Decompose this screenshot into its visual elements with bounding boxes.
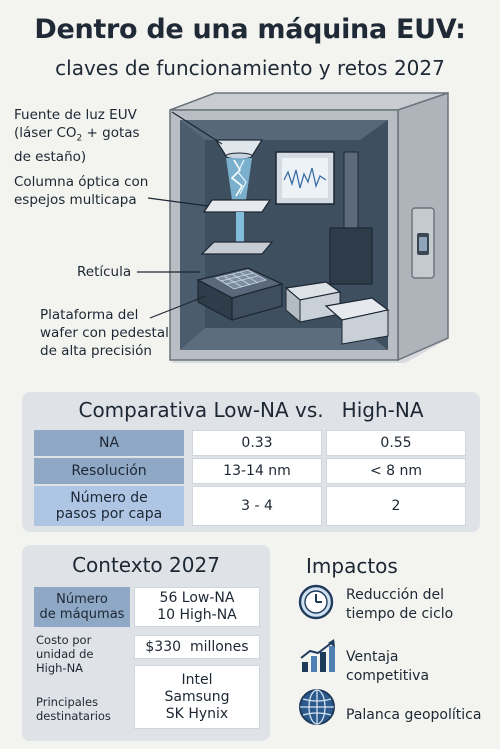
cost-amount: $330 (145, 638, 182, 655)
machines-label-line: de máqumas (39, 607, 125, 622)
comparison-title-left: Comparativa Low-NA vs. (78, 398, 324, 422)
comparison-title: Comparativa Low-NA vs. High-NA (22, 398, 480, 422)
destination-item: SK Hynix (165, 705, 229, 722)
globe-icon (299, 689, 335, 725)
callout-line: Columna óptica con (14, 174, 149, 190)
destination-item: Samsung (164, 688, 230, 705)
cost-label-line: unidad de (36, 647, 94, 661)
waveform (283, 167, 327, 189)
cell-na-low: 0.33 (192, 430, 322, 456)
row-label-line: pasos por capa (55, 506, 163, 522)
callout-wafer-stage: Plataforma del wafer con pedestal de alt… (40, 306, 169, 360)
cell-resolution-high: < 8 nm (326, 458, 466, 484)
cost-label-line: Costo por (36, 633, 92, 647)
callout-line: Fuente de luz EUV (14, 107, 137, 123)
cabinet-unit (329, 227, 373, 285)
impact-text-line: Ventaja (346, 649, 399, 665)
callout-optics: Columna óptica con espejos multicapa (14, 173, 148, 209)
cell-na-high: 0.55 (326, 430, 466, 456)
context-card: Contexto 2027 Número de máqumas 56 Low-N… (22, 545, 270, 741)
page-subtitle: claves de funcionamiento y retos 2027 (55, 56, 445, 80)
machines-label: Número de máqumas (34, 587, 130, 627)
cost-unit: millones (189, 638, 249, 655)
machines-value: 56 Low-NA 10 High-NA (134, 587, 260, 627)
impact-text-line: Reducción del (346, 587, 445, 603)
impact-item-geopolitical: Palanca geopolítica (346, 707, 482, 723)
context-title: Contexto 2027 (72, 553, 220, 577)
callout-line: espejos multicapa (14, 192, 137, 208)
impact-item-competitive: Ventaja competitiva (346, 648, 429, 686)
cost-label-line: High-NA (36, 661, 84, 675)
wafer-grid (214, 269, 268, 290)
impact-text-line: competitiva (346, 668, 430, 684)
callout-line: de estaño) (14, 148, 87, 165)
comparison-card: Comparativa Low-NA vs. High-NA NA 0.33 0.… (22, 392, 480, 532)
row-label-steps: Número de pasos por capa (34, 486, 184, 526)
callout-subscript: 2 (76, 133, 83, 144)
cell-resolution-low: 13-14 nm (192, 458, 322, 484)
row-label-line: Número de (70, 490, 148, 506)
cost-label: Costo por unidad de High-NA (36, 633, 132, 675)
callout-light-source: Fuente de luz EUV (láser CO2 + gotas de … (14, 106, 140, 166)
machines-label-line: Número (56, 592, 108, 607)
reticle-plate (200, 241, 274, 255)
destinations-label-line: Principales (36, 695, 99, 709)
row-label-resolution: Resolución (34, 458, 184, 484)
callout-line: (láser CO2 + gotas (14, 124, 140, 148)
row-label-na: NA (34, 430, 184, 456)
page-title: Dentro de una máquina EUV: (34, 14, 466, 45)
cell-steps-high: 2 (326, 486, 466, 526)
callout-line: Plataforma del (40, 307, 139, 323)
euv-beam (226, 158, 252, 200)
destinations-label: Principales destinatarios (36, 695, 132, 723)
impacts-title: Impactos (306, 554, 398, 578)
callout-text: (láser CO (14, 125, 77, 141)
euv-machine-illustration (137, 91, 450, 363)
machines-value-line: 56 Low-NA (159, 590, 235, 606)
cell-steps-low: 3 - 4 (192, 486, 322, 526)
impact-text-line: tiempo de ciclo (346, 606, 454, 622)
callout-reticle: Retícula (77, 264, 132, 280)
optical-mirror (202, 199, 272, 213)
comparison-title-right: High-NA (341, 398, 424, 422)
machines-value-line: 10 High-NA (157, 607, 237, 623)
impact-item-cycle-time: Reducción del tiempo de ciclo (346, 586, 453, 624)
clock-icon (298, 584, 334, 620)
cost-value: $330 millones (134, 635, 260, 659)
callout-line: de alta precisión (40, 343, 152, 359)
growth-chart-icon (300, 639, 335, 672)
destinations-label-line: destinatarios (36, 709, 111, 723)
destinations-list: Intel Samsung SK Hynix (134, 665, 260, 729)
leader-lines (137, 111, 223, 319)
callout-text: + gotas (82, 125, 140, 141)
destination-item: Intel (181, 671, 213, 688)
callout-line: wafer con pedestal (40, 325, 169, 341)
